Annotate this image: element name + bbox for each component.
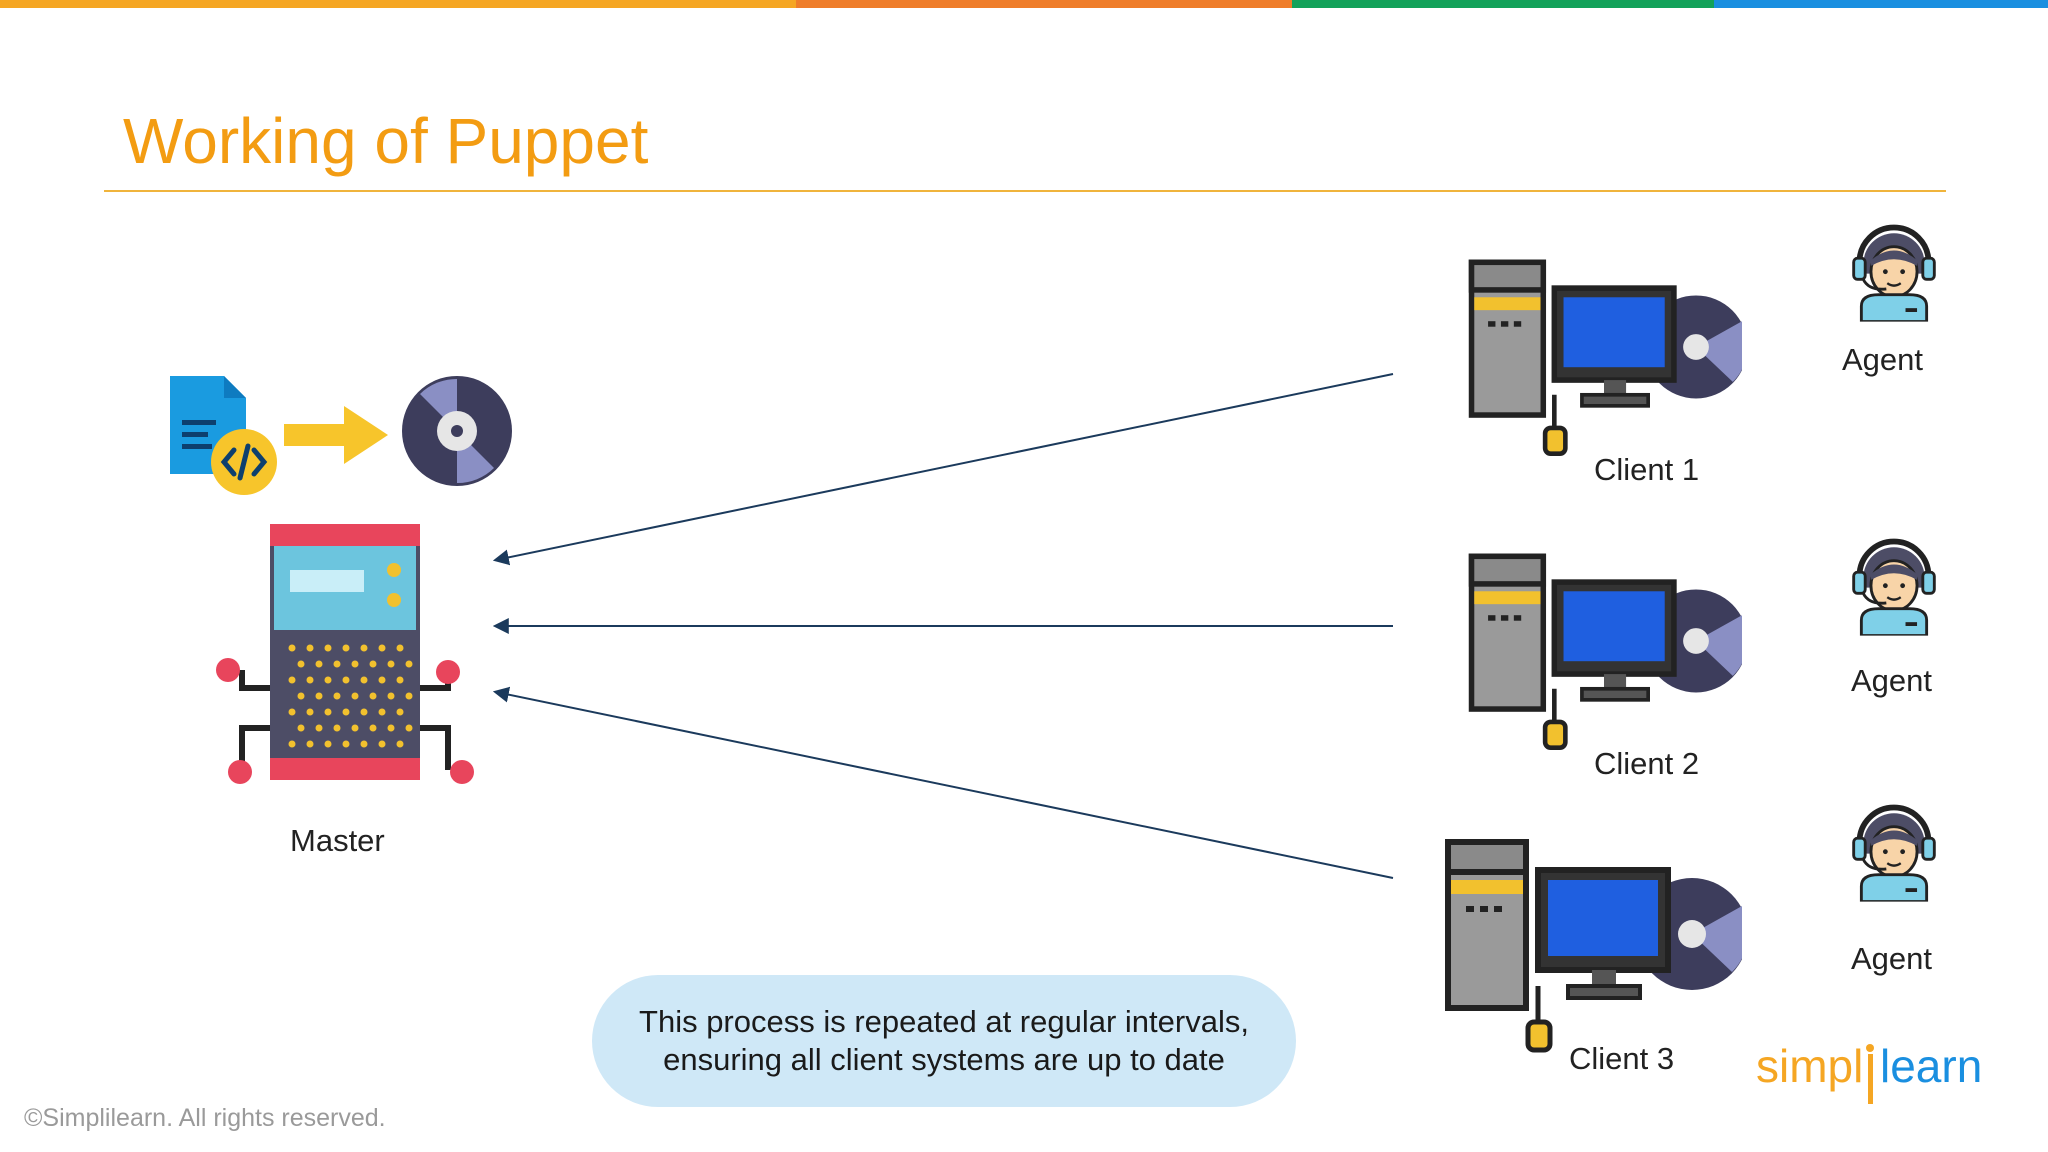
simplilearn-logo: simpl learn [1756, 1040, 1982, 1104]
client-3-computer-icon [1442, 836, 1742, 1056]
logo-text-learn: learn [1880, 1040, 1982, 1092]
top-stripe-red-orange [796, 0, 1292, 8]
process-note-line-2: ensuring all client systems are up to da… [663, 1042, 1225, 1077]
client-3-agent-icon [1846, 786, 1942, 902]
master-label: Master [290, 823, 385, 858]
disc-icon [402, 376, 512, 486]
top-stripe-blue [1714, 0, 2048, 8]
client-1-computer-icon [1466, 248, 1742, 468]
code-file-icon [170, 376, 277, 495]
client-2-label: Client 2 [1594, 746, 1700, 781]
process-note-line-1: This process is repeated at regular inte… [639, 1004, 1249, 1039]
slide-title: Working of Puppet [123, 105, 649, 177]
client-1-agent-icon [1846, 206, 1942, 322]
title-underline [104, 190, 1946, 192]
top-stripe-green [1292, 0, 1714, 8]
client-2-computer-icon [1466, 542, 1742, 762]
client-1-label: Client 1 [1594, 452, 1700, 487]
arrow-client-3-to-master [492, 686, 1394, 879]
top-stripe-orange [0, 0, 796, 8]
process-note-bubble: This process is repeated at regular inte… [592, 975, 1296, 1107]
client-3-label: Client 3 [1569, 1041, 1675, 1076]
server-icon [216, 524, 474, 784]
logo-text-simpl: simpl [1756, 1040, 1863, 1092]
arrow-client-1-to-master [492, 373, 1394, 566]
client-3-agent-label: Agent [1851, 941, 1933, 976]
client-2-agent-icon [1846, 520, 1942, 636]
client-1-agent-label: Agent [1842, 342, 1924, 377]
copyright-text: ©Simplilearn. All rights reserved. [24, 1104, 386, 1132]
arrow-right-icon [284, 406, 388, 464]
client-2-agent-label: Agent [1851, 663, 1933, 698]
